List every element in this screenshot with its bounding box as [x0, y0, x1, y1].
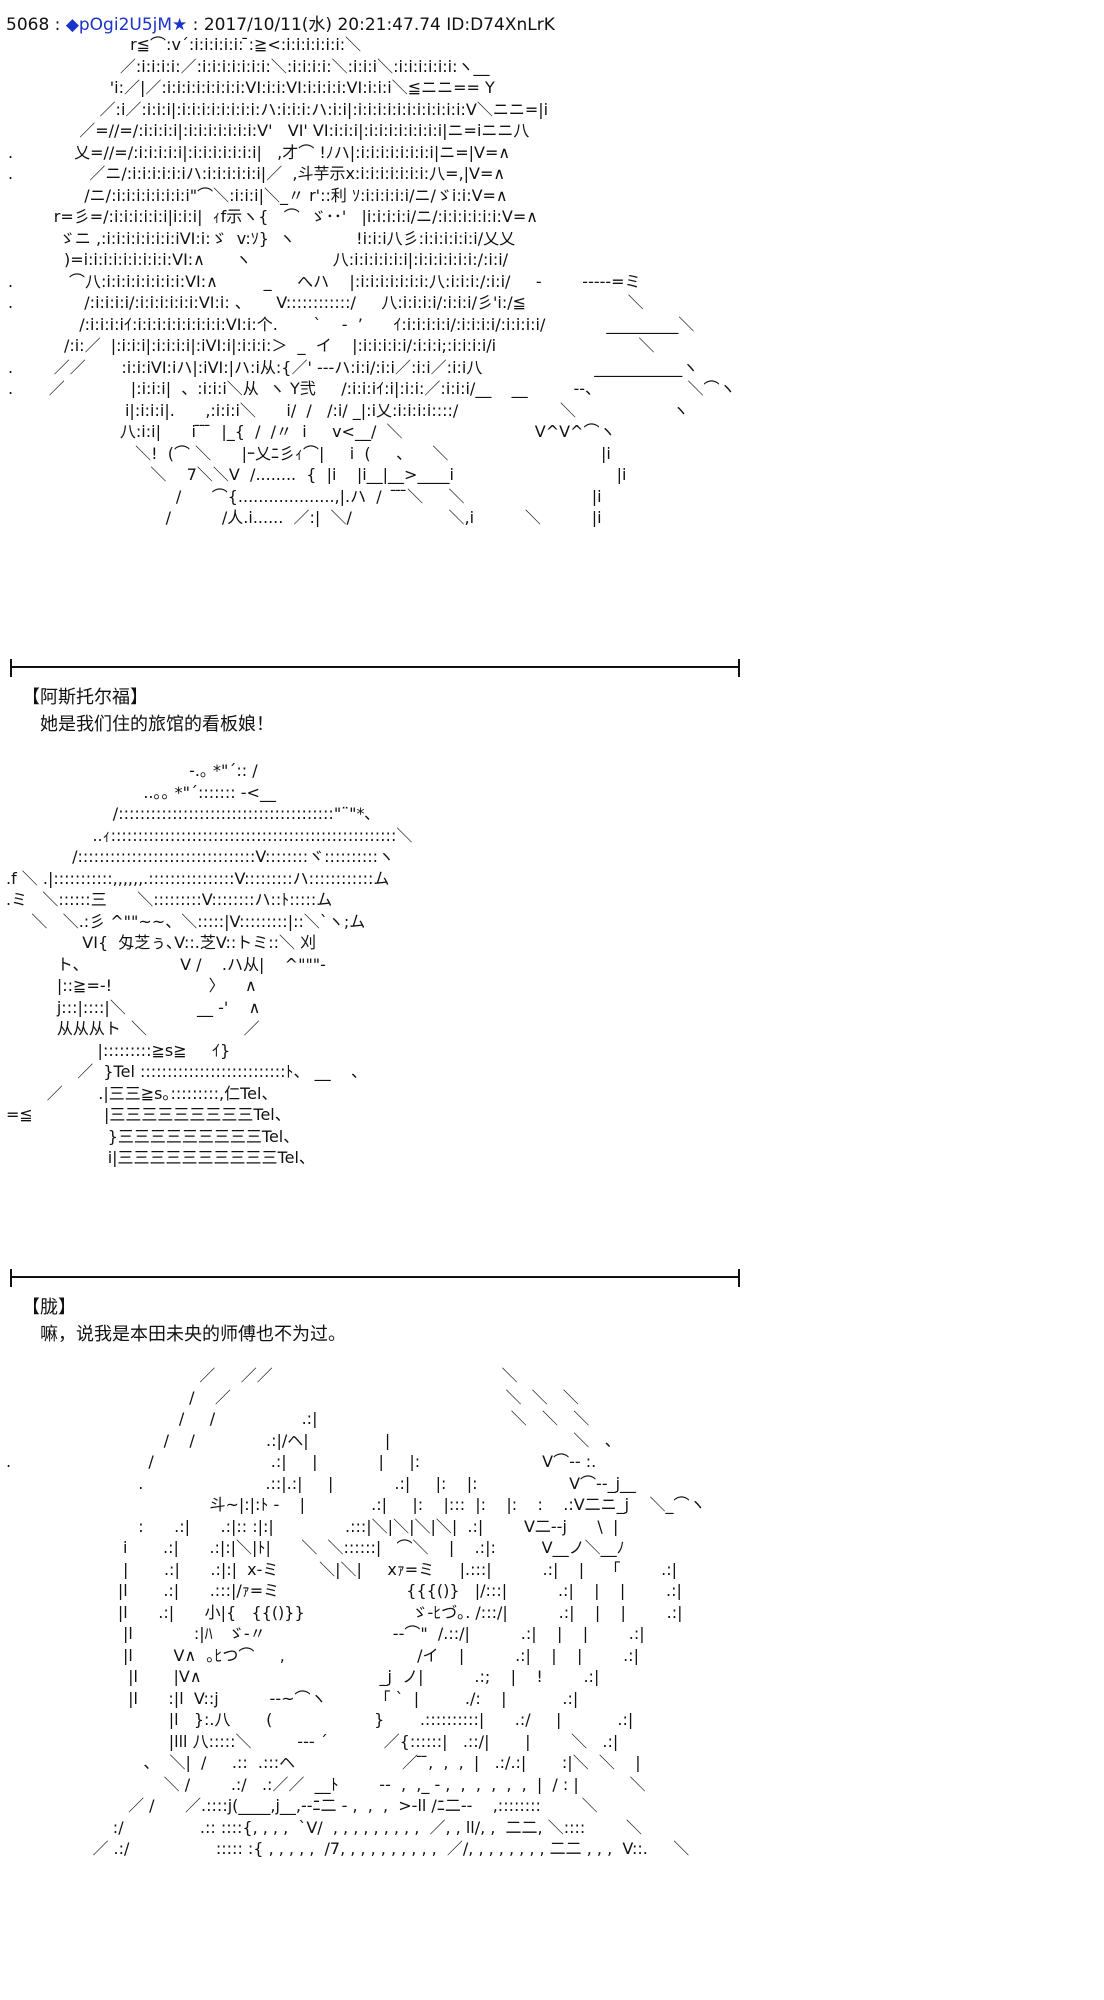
- dialogue-line: 她是我们住的旅馆的看板娘！: [40, 714, 274, 735]
- ascii-art-innkeeper-girl: -.｡ *"´:: / ..｡｡ *"´::::::: -<__ /::::::…: [6, 761, 413, 1167]
- speaker-name: 【胧】: [22, 1297, 76, 1318]
- section-divider-2: [10, 1269, 740, 1287]
- ascii-art-oboro: ／ ／／ ＼ / ／ ＼ ＼ ＼ /: [6, 1366, 706, 1858]
- section-divider-1: [10, 659, 740, 677]
- dialogue-line: 嘛，说我是本田未央的师傅也不为过。: [40, 1324, 346, 1345]
- post-separator: :: [49, 15, 66, 35]
- post-header: 5068 : ◆pOgi2U5jM★ : 2017/10/11(水) 20:21…: [6, 10, 555, 35]
- ascii-art-astolfo: r≦⌒:v´:i:i:i:i:i: ̄:≧<:i:i:i:i:i:i:＼ ／:i…: [8, 35, 736, 527]
- speaker-name: 【阿斯托尔福】: [22, 687, 148, 708]
- post-number: 5068: [6, 15, 50, 35]
- poster-tripcode[interactable]: ◆pOgi2U5jM★: [65, 15, 188, 35]
- post-datetime-id: : 2017/10/11(水) 20:21:47.74 ID:D74XnLrK: [187, 15, 555, 35]
